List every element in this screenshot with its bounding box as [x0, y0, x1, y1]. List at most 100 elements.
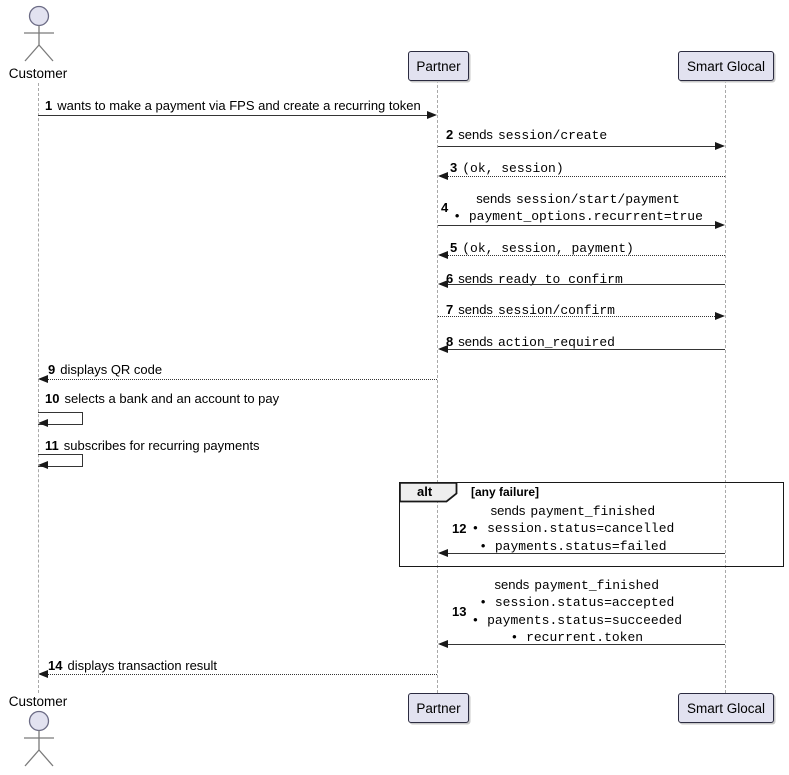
message-1: 1 wants to make a payment via FPS and cre… [45, 98, 421, 113]
message-12-code: payment_finished [530, 504, 656, 519]
message-2-arrowhead [715, 142, 725, 150]
alt-guard-label: [any failure] [471, 485, 540, 499]
message-13-arrowhead [438, 640, 448, 648]
message-5-arrowhead [438, 251, 448, 259]
message-11-text: subscribes for recurring payments [63, 438, 260, 453]
message-7-line [438, 316, 721, 317]
message-1-number: 1 [45, 98, 53, 113]
actor-customer-icon-bottom [14, 708, 64, 772]
message-4-line [438, 225, 721, 226]
participant-smart-glocal-label-top: Smart Glocal [686, 58, 766, 74]
message-3-number: 3 [450, 160, 458, 175]
message-12-arrowhead [438, 549, 448, 557]
message-12: 12 sends payment_finished • session.statu… [452, 502, 674, 555]
actor-customer-label-top: Customer [8, 66, 68, 81]
participant-partner-label-top: Partner [416, 58, 461, 74]
alt-fragment [399, 482, 784, 567]
alt-operator-pentagon [399, 482, 459, 503]
message-7-verb: sends [458, 302, 493, 317]
message-4-number: 4 [441, 200, 449, 216]
message-14-arrowhead [38, 670, 48, 678]
message-4-verb: sends [476, 191, 511, 206]
message-11: 11 subscribes for recurring payments [45, 438, 260, 453]
message-4-bullet-1: • payment_options.recurrent=true [453, 209, 703, 225]
message-14-number: 14 [48, 658, 63, 673]
message-1-arrowhead [427, 111, 437, 119]
message-3-line [440, 176, 725, 177]
message-10-number: 10 [45, 391, 60, 406]
message-7-code: session/confirm [497, 303, 615, 318]
message-8-code: action_required [497, 335, 615, 350]
message-6-verb: sends [458, 271, 493, 286]
message-14-text: displays transaction result [67, 658, 218, 673]
participant-partner-label-bottom: Partner [416, 700, 461, 716]
message-10: 10 selects a bank and an account to pay [45, 391, 279, 406]
actor-customer-label-bottom: Customer [8, 694, 68, 709]
message-9-arrowhead [38, 375, 48, 383]
message-2-number: 2 [446, 127, 454, 142]
message-7-number: 7 [446, 302, 454, 317]
message-13-line [440, 644, 725, 645]
message-5-code: (ok, session, payment) [462, 241, 634, 256]
message-10-selfloop [38, 412, 83, 425]
message-10-text: selects a bank and an account to pay [64, 391, 280, 406]
message-8-line [440, 349, 725, 350]
message-13-verb: sends [494, 577, 530, 592]
lifeline-customer [38, 83, 39, 693]
participant-smart-glocal-bottom: Smart Glocal [678, 693, 774, 723]
message-6-number: 6 [446, 271, 454, 286]
message-13-bullet-3: • recurrent.token [510, 629, 644, 645]
participant-smart-glocal-label-bottom: Smart Glocal [686, 700, 766, 716]
message-14-line [40, 674, 437, 675]
message-9-number: 9 [48, 362, 56, 377]
message-12-bullet-1: • session.status=cancelled [471, 521, 675, 537]
participant-partner-top: Partner [408, 51, 469, 81]
participant-smart-glocal-top: Smart Glocal [678, 51, 774, 81]
message-12-number: 12 [452, 520, 467, 536]
message-9: 9 displays QR code [48, 362, 162, 377]
message-11-arrowhead [38, 461, 48, 469]
message-7: 7 sends session/confirm [446, 302, 615, 318]
message-5-number: 5 [450, 240, 458, 255]
message-13-bullet-2: • payments.status=succeeded [471, 612, 683, 628]
message-4: 4 sends session/start/payment • payment_o… [441, 190, 703, 226]
message-12-bullet-2: • payments.status=failed [479, 538, 667, 554]
message-13-code: payment_finished [534, 578, 660, 593]
participant-partner-bottom: Partner [408, 693, 469, 723]
message-2-code: session/create [497, 128, 608, 143]
message-5: 5 (ok, session, payment) [450, 240, 634, 256]
message-9-text: displays QR code [60, 362, 163, 377]
message-6-arrowhead [438, 280, 448, 288]
message-13-number: 13 [452, 603, 467, 619]
message-2-line [438, 146, 721, 147]
actor-customer-icon-top [14, 5, 64, 65]
message-13-bullet-1: • session.status=accepted [479, 595, 675, 611]
message-6-code: ready_to_confirm [497, 272, 623, 287]
message-6: 6 sends ready_to_confirm [446, 271, 623, 287]
message-8-number: 8 [446, 334, 454, 349]
message-12-line [440, 553, 725, 554]
message-1-text: wants to make a payment via FPS and crea… [57, 98, 421, 113]
message-11-selfloop [38, 454, 83, 467]
message-4-code: session/start/payment [515, 192, 680, 207]
message-8: 8 sends action_required [446, 334, 615, 350]
message-1-line [38, 115, 433, 116]
message-7-arrowhead [715, 312, 725, 320]
message-11-number: 11 [45, 438, 59, 453]
message-5-line [440, 255, 725, 256]
message-10-arrowhead [38, 419, 48, 427]
message-2: 2 sends session/create [446, 127, 607, 143]
message-3-arrowhead [438, 172, 448, 180]
message-2-verb: sends [458, 127, 493, 142]
message-9-line [40, 379, 437, 380]
lifeline-smart-glocal [725, 80, 726, 693]
message-8-arrowhead [438, 345, 448, 353]
message-8-verb: sends [458, 334, 493, 349]
message-3-code: (ok, session) [462, 161, 564, 176]
lifeline-partner [437, 80, 438, 693]
message-4-arrowhead [715, 221, 725, 229]
message-12-verb: sends [490, 503, 526, 518]
message-3: 3 (ok, session) [450, 160, 564, 176]
message-14: 14 displays transaction result [48, 658, 217, 673]
